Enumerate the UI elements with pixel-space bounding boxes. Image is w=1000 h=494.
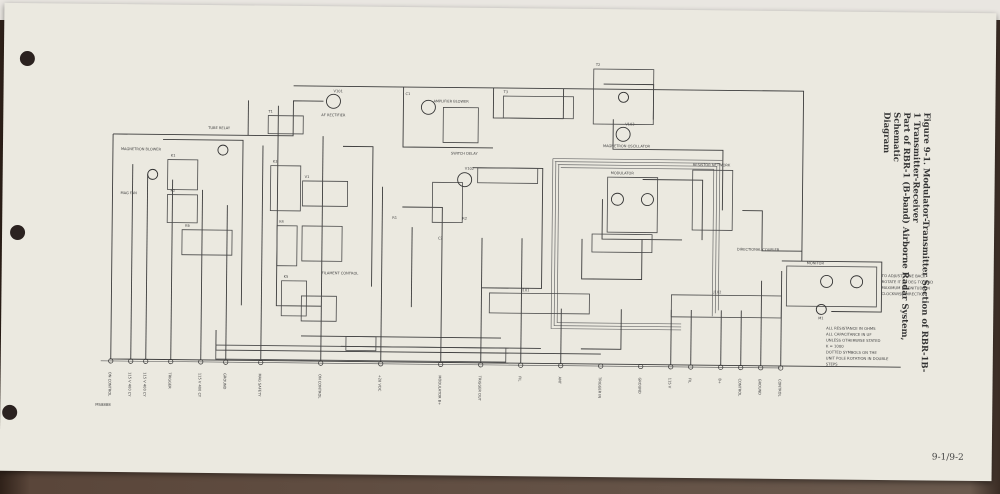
caption-line: Figure 9-1. Modulator-Transmitter Sectio… bbox=[910, 112, 932, 373]
terminal-label: GROUND bbox=[757, 379, 761, 395]
label-v102: V102 bbox=[465, 167, 474, 171]
terminal-label: 115 V 400 CY bbox=[197, 373, 201, 398]
label-resistor-network: RESISTOR NETWORK bbox=[693, 163, 731, 167]
terminal-label: FIL bbox=[518, 376, 522, 381]
side-note-line: CLOCKWISE DIRECTION bbox=[881, 291, 926, 296]
label-v101: V101 bbox=[334, 89, 343, 93]
side-note-line: MAXIMUM MAGNITUDE IN bbox=[882, 285, 931, 291]
label-k6: K6 bbox=[185, 224, 190, 228]
terminal-label: +28 VDC bbox=[377, 375, 381, 392]
terminal-label: ANT bbox=[558, 377, 562, 385]
label-af-rectifier: AF RECTIFIER bbox=[321, 113, 346, 117]
label-v1: V1 bbox=[305, 175, 310, 179]
label-magnetron-blower: MAGNETRON BLOWER bbox=[121, 147, 162, 151]
label-k3: K3 bbox=[273, 160, 278, 164]
terminal-label: TRIGGER OUT bbox=[477, 375, 481, 402]
label-r2: R2 bbox=[462, 217, 467, 221]
terminal-label: CONTROL bbox=[777, 379, 781, 397]
note-line: K = 1000 bbox=[826, 343, 844, 348]
terminal-label: GROUND bbox=[637, 377, 641, 393]
label-filament-control: FILAMENT CONTROL bbox=[322, 271, 359, 275]
label-v103: V103 bbox=[625, 122, 634, 126]
terminal-label: MAG SAFETY bbox=[257, 373, 261, 397]
label-modulator: MODULATOR bbox=[611, 171, 635, 175]
note-line: STEPS bbox=[826, 361, 838, 366]
label-k1: K1 bbox=[171, 154, 176, 158]
terminal-label: ON CONTROL bbox=[107, 372, 111, 396]
label-ampl-blower: AMPLIFIER BLOWER bbox=[433, 99, 469, 103]
terminal-label: 115 V 400 CY bbox=[127, 372, 131, 397]
label-t1: T1 bbox=[267, 110, 273, 114]
wiring bbox=[110, 83, 901, 368]
terminal-label: 115 V 400 CY bbox=[142, 372, 146, 397]
component-labels: TUBE RELAY MAGNETRON BLOWER MAG FAN AF R… bbox=[120, 63, 825, 320]
note-line: UNIT POLE ROTATION IN DOUBLE bbox=[826, 355, 889, 361]
terminal-label: B+ bbox=[718, 378, 722, 384]
label-k5: K5 bbox=[284, 275, 289, 279]
drawing-notes: ALL RESISTANCE IN OHMS ALL CAPACITANCE I… bbox=[95, 273, 934, 407]
label-tube-relay: TUBE RELAY bbox=[207, 126, 231, 130]
schematic-diagram: TUBE RELAY MAGNETRON BLOWER MAG FAN AF R… bbox=[95, 63, 934, 407]
terminal-label: TRIGGER IN bbox=[597, 376, 601, 398]
note-line: UNLESS OTHERWISE STATED bbox=[826, 337, 881, 343]
vacuum-tubes bbox=[147, 91, 864, 315]
terminal-label: ON CONTROL bbox=[317, 374, 321, 398]
label-monitor: MONITOR bbox=[807, 261, 825, 265]
drawing-number: MS8888 bbox=[95, 402, 111, 407]
label-directional-coupler: DIRECTIONAL COUPLER bbox=[737, 248, 780, 252]
label-switch-delay: SWITCH DELAY bbox=[451, 152, 479, 156]
label-mag-fan: MAG FAN bbox=[120, 191, 137, 195]
note-line: DOTTED SYMBOLS ON THE bbox=[826, 349, 878, 355]
label-m1: M1 bbox=[818, 316, 823, 320]
note-line: ALL RESISTANCE IN OHMS bbox=[826, 325, 876, 331]
label-magnetron-osc: MAGNETRON OSCILLATOR bbox=[603, 144, 651, 148]
terminal-label: MODULATOR B+ bbox=[437, 375, 441, 405]
terminal-labels: ON CONTROL 115 V 400 CY 115 V 400 CY TRI… bbox=[107, 372, 781, 406]
terminal-label: FIL bbox=[688, 378, 692, 383]
page-number: 9-1/9-2 bbox=[931, 452, 964, 463]
note-line: ALL CAPACITANCE IN UF bbox=[826, 331, 872, 336]
terminal-label: TRIGGER bbox=[167, 372, 171, 390]
label-t2: T2 bbox=[595, 63, 601, 67]
schematic-sheet: TUBE RELAY MAGNETRON BLOWER MAG FAN AF R… bbox=[0, 2, 997, 482]
label-c2: C2 bbox=[438, 236, 443, 240]
side-note-line: TO ADJUST TUNE BACK bbox=[881, 273, 926, 278]
terminal-label: CONTROL bbox=[737, 379, 741, 397]
caption-line: Part of RBR-1 (B-band) Airborne Radar Sy… bbox=[890, 112, 912, 341]
terminal-label: GROUND bbox=[222, 373, 226, 389]
label-k4: K4 bbox=[279, 220, 284, 224]
label-c1: C1 bbox=[406, 92, 411, 96]
side-note-line: ROTATE IT 10 DEG TO FIND bbox=[882, 279, 934, 285]
label-k2: K2 bbox=[170, 189, 175, 193]
label-j101: J101 bbox=[520, 288, 529, 292]
component-blocks bbox=[166, 68, 878, 363]
figure-caption: Figure 9-1. Modulator-Transmitter Sectio… bbox=[879, 112, 932, 373]
terminal-strip bbox=[100, 358, 784, 371]
label-t3: T3 bbox=[503, 90, 509, 94]
terminal-label: 115 V bbox=[667, 378, 671, 389]
label-r1: R1 bbox=[392, 216, 397, 220]
label-j102: J102 bbox=[712, 290, 721, 294]
